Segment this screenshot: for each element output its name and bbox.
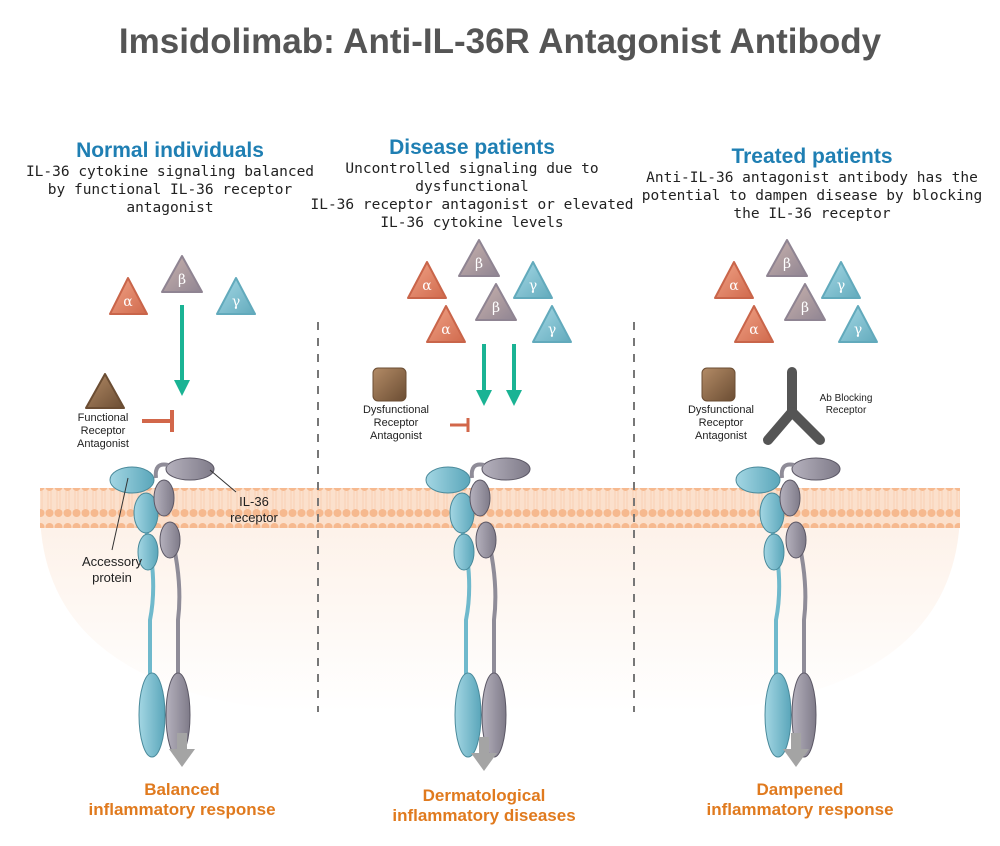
- svg-text:γ: γ: [837, 278, 845, 294]
- disease-panel-header: Disease patients Uncontrolled signaling …: [300, 136, 644, 232]
- treated-panel-title: Treated patients: [731, 145, 893, 168]
- treated-gamma-cytokine-2: γ: [838, 305, 878, 343]
- normal-alpha-cytokine: α: [109, 277, 148, 315]
- disease-beta-cytokine-2: β: [475, 283, 517, 321]
- disease-panel-title: Disease patients: [389, 136, 555, 159]
- cell-membrane: [40, 488, 960, 528]
- disease-weak-inhibition-symbol: [450, 418, 470, 432]
- disease-alpha-cytokine-2: α: [426, 305, 466, 343]
- normal-panel-header: Normal individuals IL-36 cytokine signal…: [10, 139, 330, 217]
- treated-beta-cytokine-2: β: [784, 283, 826, 321]
- disease-antagonist-label: Dysfunctional Receptor Antagonist: [362, 404, 430, 442]
- svg-text:β: β: [492, 300, 500, 316]
- normal-panel-desc: IL-36 cytokine signaling balanced by fun…: [25, 164, 315, 216]
- treated-panel-desc: Anti-IL-36 antagonist antibody has the p…: [641, 170, 983, 222]
- normal-panel-title: Normal individuals: [76, 139, 264, 162]
- normal-inhibition-symbol: [142, 410, 174, 432]
- disease-gamma-cytokine-1: γ: [513, 261, 553, 299]
- svg-text:α: α: [441, 322, 451, 338]
- svg-text:α: α: [729, 278, 739, 294]
- treated-beta-cytokine-1: β: [766, 239, 808, 277]
- normal-receptor-pointer: [209, 469, 237, 493]
- disease-dysfunctional-antagonist: [372, 367, 407, 402]
- disease-outcome: Dermatological inflammatory diseases: [392, 786, 576, 825]
- disease-beta-cytokine-1: β: [458, 239, 500, 277]
- treated-gamma-cytokine-1: γ: [821, 261, 861, 299]
- svg-text:β: β: [475, 256, 483, 272]
- normal-accessory-pointer: [111, 477, 129, 551]
- svg-text:α: α: [422, 278, 432, 294]
- treated-antagonist-label: Dysfunctional Receptor Antagonist: [687, 404, 755, 442]
- cell-interior: [40, 515, 960, 712]
- page-title: Imsidolimab: Anti-IL-36R Antagonist Anti…: [118, 22, 882, 61]
- accessory-protein-label: Accessory protein: [82, 554, 142, 585]
- svg-text:γ: γ: [232, 294, 240, 310]
- treated-outcome: Dampened inflammatory response: [706, 780, 894, 819]
- antibody-label: Ab Blocking Receptor: [819, 393, 873, 416]
- normal-gamma-cytokine: γ: [216, 277, 256, 315]
- normal-functional-antagonist: [85, 373, 125, 409]
- svg-text:β: β: [783, 256, 791, 272]
- disease-alpha-cytokine-1: α: [407, 261, 447, 299]
- treated-blocking-antibody: [763, 367, 825, 445]
- treated-dysfunctional-antagonist: [701, 367, 736, 402]
- treated-alpha-cytokine-1: α: [714, 261, 754, 299]
- disease-panel-desc: Uncontrolled signaling due to dysfunctio…: [310, 161, 634, 231]
- svg-text:α: α: [749, 322, 759, 338]
- svg-text:γ: γ: [548, 322, 556, 338]
- svg-text:α: α: [123, 294, 133, 310]
- normal-beta-cytokine: β: [161, 255, 203, 293]
- treated-panel-header: Treated patients Anti-IL-36 antagonist a…: [640, 145, 984, 223]
- svg-text:β: β: [178, 272, 186, 288]
- normal-antagonist-label: Functional Receptor Antagonist: [77, 412, 129, 450]
- svg-text:γ: γ: [854, 322, 862, 338]
- receptor-label: IL-36 receptor: [230, 494, 278, 525]
- svg-text:γ: γ: [529, 278, 537, 294]
- treated-alpha-cytokine-2: α: [734, 305, 774, 343]
- normal-outcome: Balanced inflammatory response: [88, 780, 276, 819]
- disease-gamma-cytokine-2: γ: [532, 305, 572, 343]
- svg-text:β: β: [801, 300, 809, 316]
